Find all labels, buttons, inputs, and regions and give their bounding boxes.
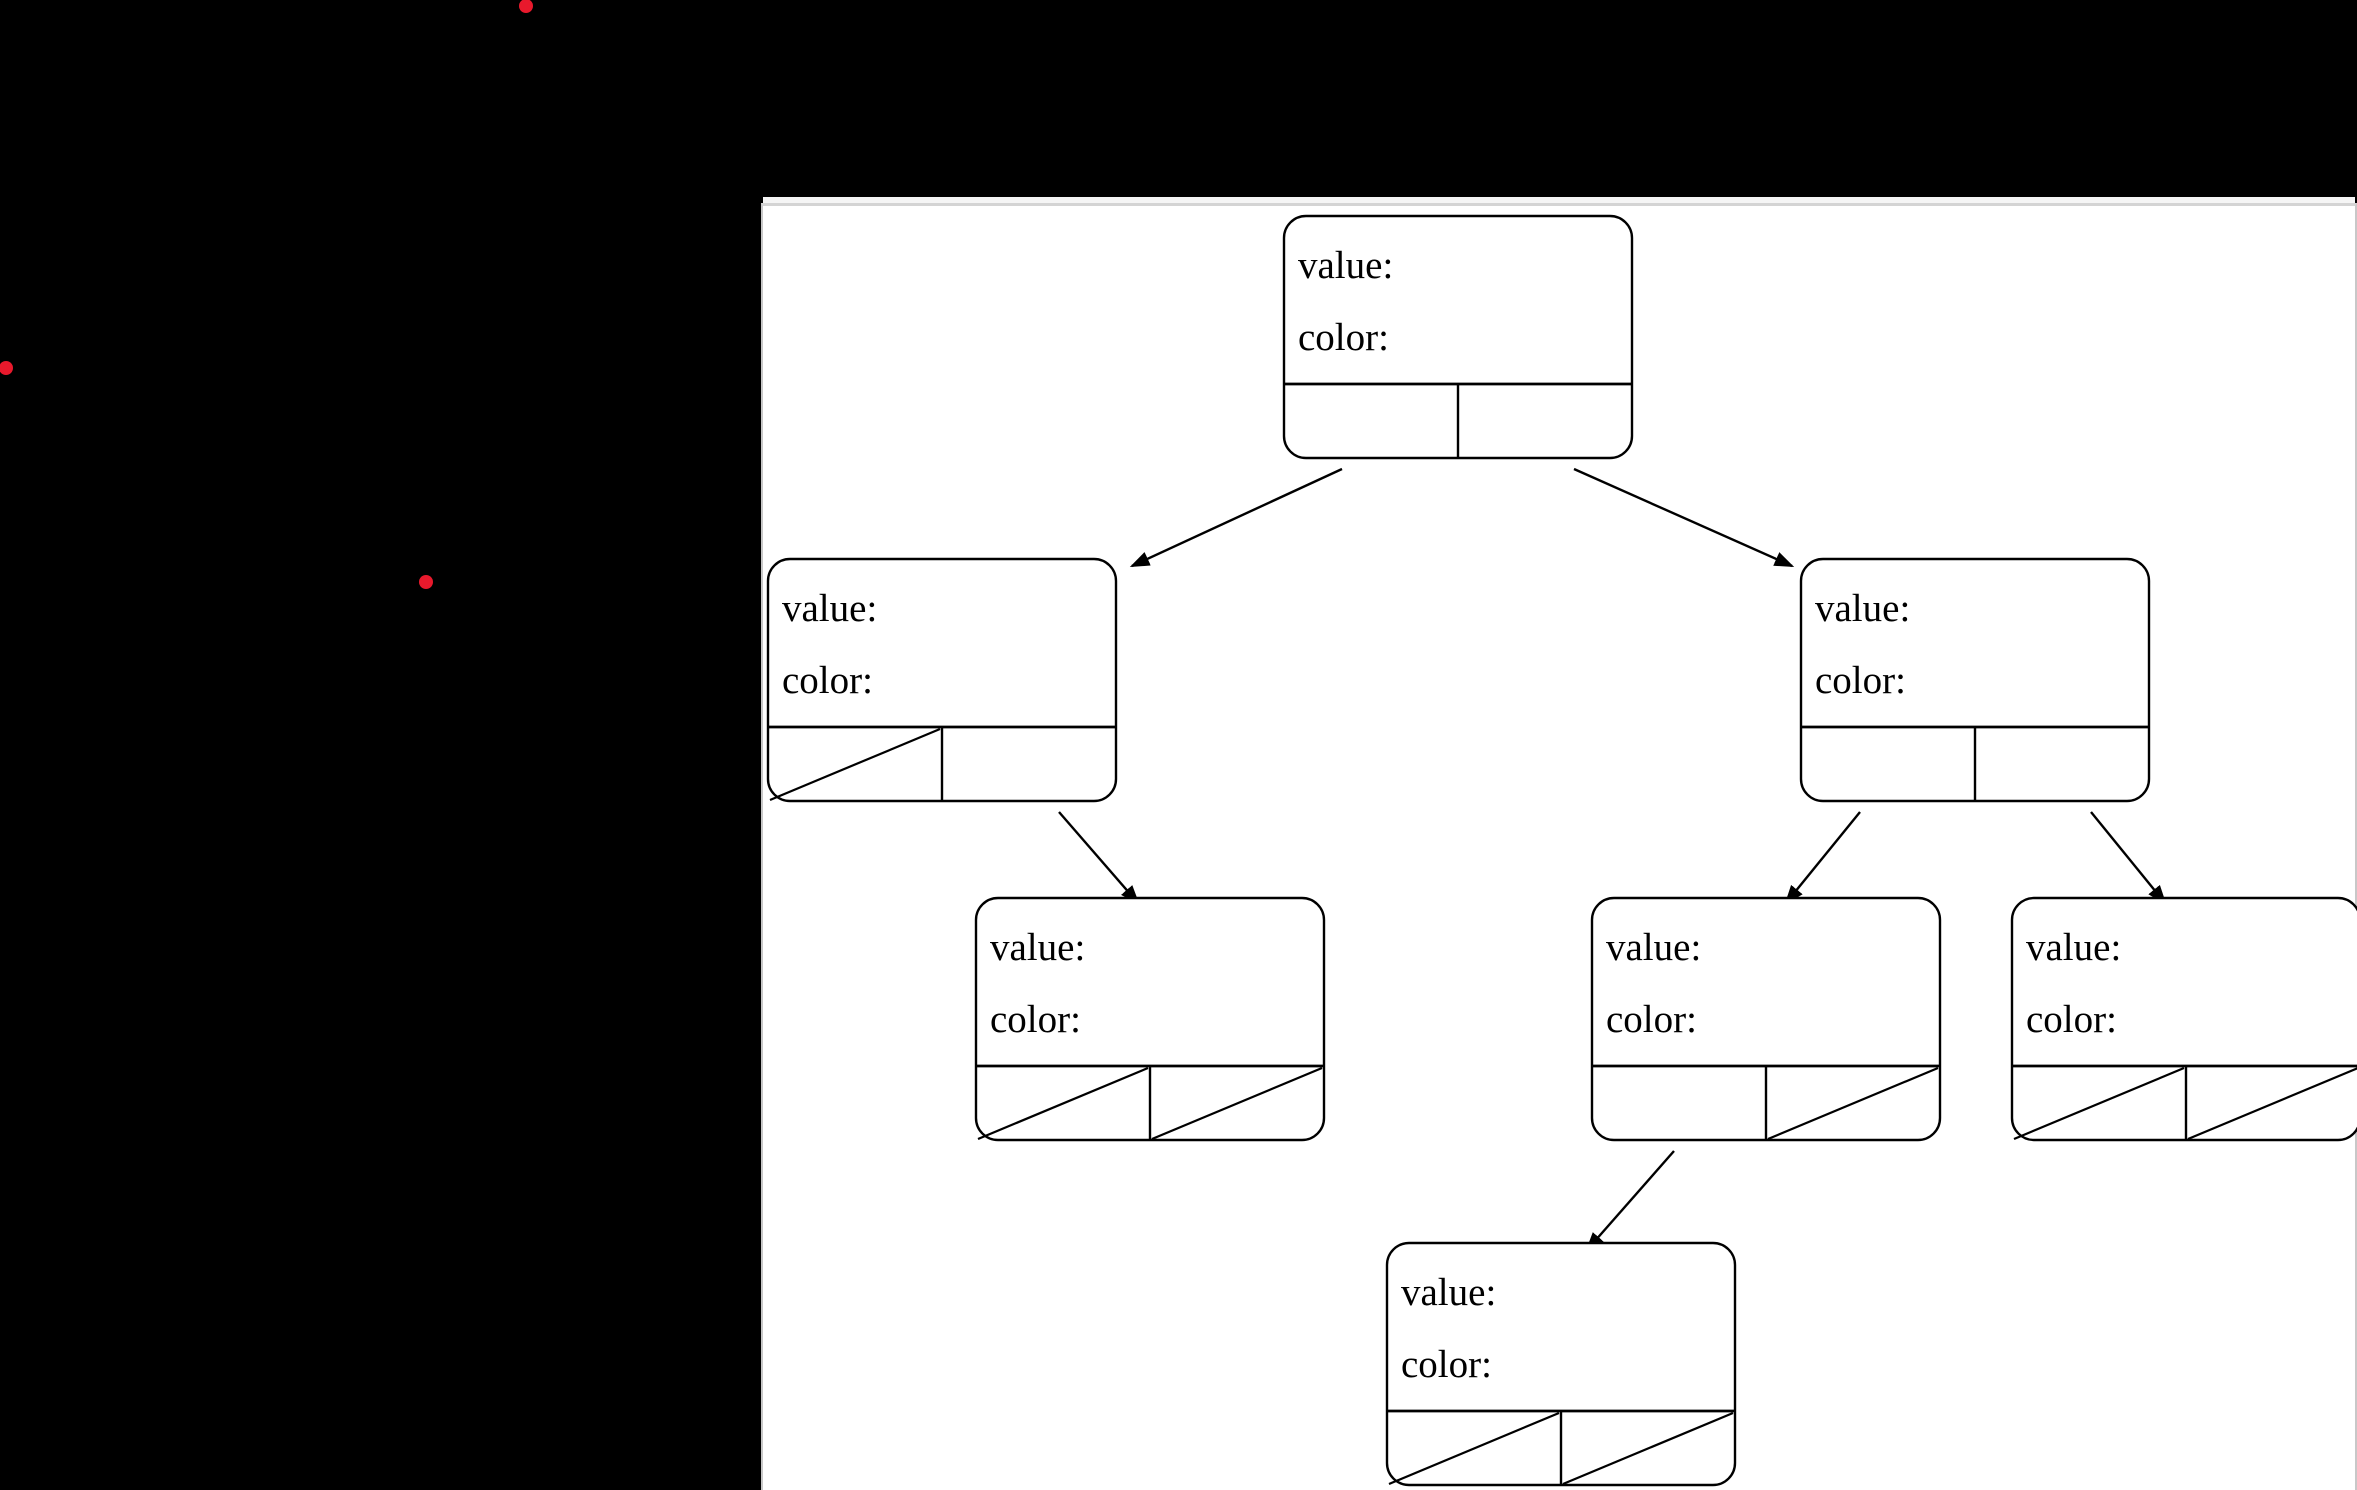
null-slash-left: [769, 727, 941, 802]
tree-node-right-left[interactable]: value: color:: [1590, 896, 1942, 1142]
tree-node-bottom[interactable]: value: color:: [1385, 1241, 1737, 1487]
tree-node-left[interactable]: value: color:: [766, 557, 1118, 803]
null-slash-right: [1767, 1066, 1939, 1141]
tree-node-root[interactable]: value: color:: [1282, 214, 1634, 460]
null-slash-left: [2013, 1066, 2185, 1141]
edge-right-left: [1784, 811, 1861, 905]
edge-left-right: [1058, 811, 1140, 905]
node-value-label: value:: [1298, 244, 1393, 287]
edge-rightleft-bottom: [1585, 1150, 1675, 1252]
node-color-label: color:: [1606, 998, 1697, 1041]
binary-tree-diagram[interactable]: value:color:value:color:value:color:valu…: [763, 206, 2357, 1490]
node-value-label: value:: [782, 587, 877, 630]
red-dot-left: [0, 361, 13, 375]
edge-root-left: [1129, 467, 1343, 568]
null-slash-left: [977, 1066, 1149, 1141]
tree-node-right[interactable]: value: color:: [1799, 557, 2151, 803]
diagram-viewer-panel[interactable]: value:color:value:color:value:color:valu…: [761, 197, 2357, 1490]
node-color-label: color:: [990, 998, 1081, 1041]
node-color-label: color:: [1401, 1343, 1492, 1386]
red-dot-top: [519, 0, 533, 13]
red-dot-middle: [419, 575, 433, 589]
null-slash-right: [1151, 1066, 1323, 1141]
null-slash-right: [2187, 1067, 2357, 1141]
node-value-label: value:: [990, 926, 1085, 969]
node-color-label: color:: [782, 659, 873, 702]
node-value-label: value:: [1815, 587, 1910, 630]
edge-right-right: [2090, 811, 2167, 905]
node-color-label: color:: [1815, 659, 1906, 702]
node-value-label: value:: [1606, 926, 1701, 969]
tree-node-left-right[interactable]: value: color:: [974, 896, 1326, 1142]
node-value-label: value:: [2026, 926, 2121, 969]
node-value-label: value:: [1401, 1271, 1496, 1314]
null-slash-right: [1562, 1411, 1734, 1486]
node-color-label: color:: [2026, 998, 2117, 1041]
node-color-label: color:: [1298, 316, 1389, 359]
edge-root-right: [1573, 467, 1795, 568]
tree-node-right-right[interactable]: value: color:: [2010, 896, 2357, 1142]
null-slash-left: [1388, 1411, 1560, 1486]
tree-edges: [1058, 467, 2167, 1252]
